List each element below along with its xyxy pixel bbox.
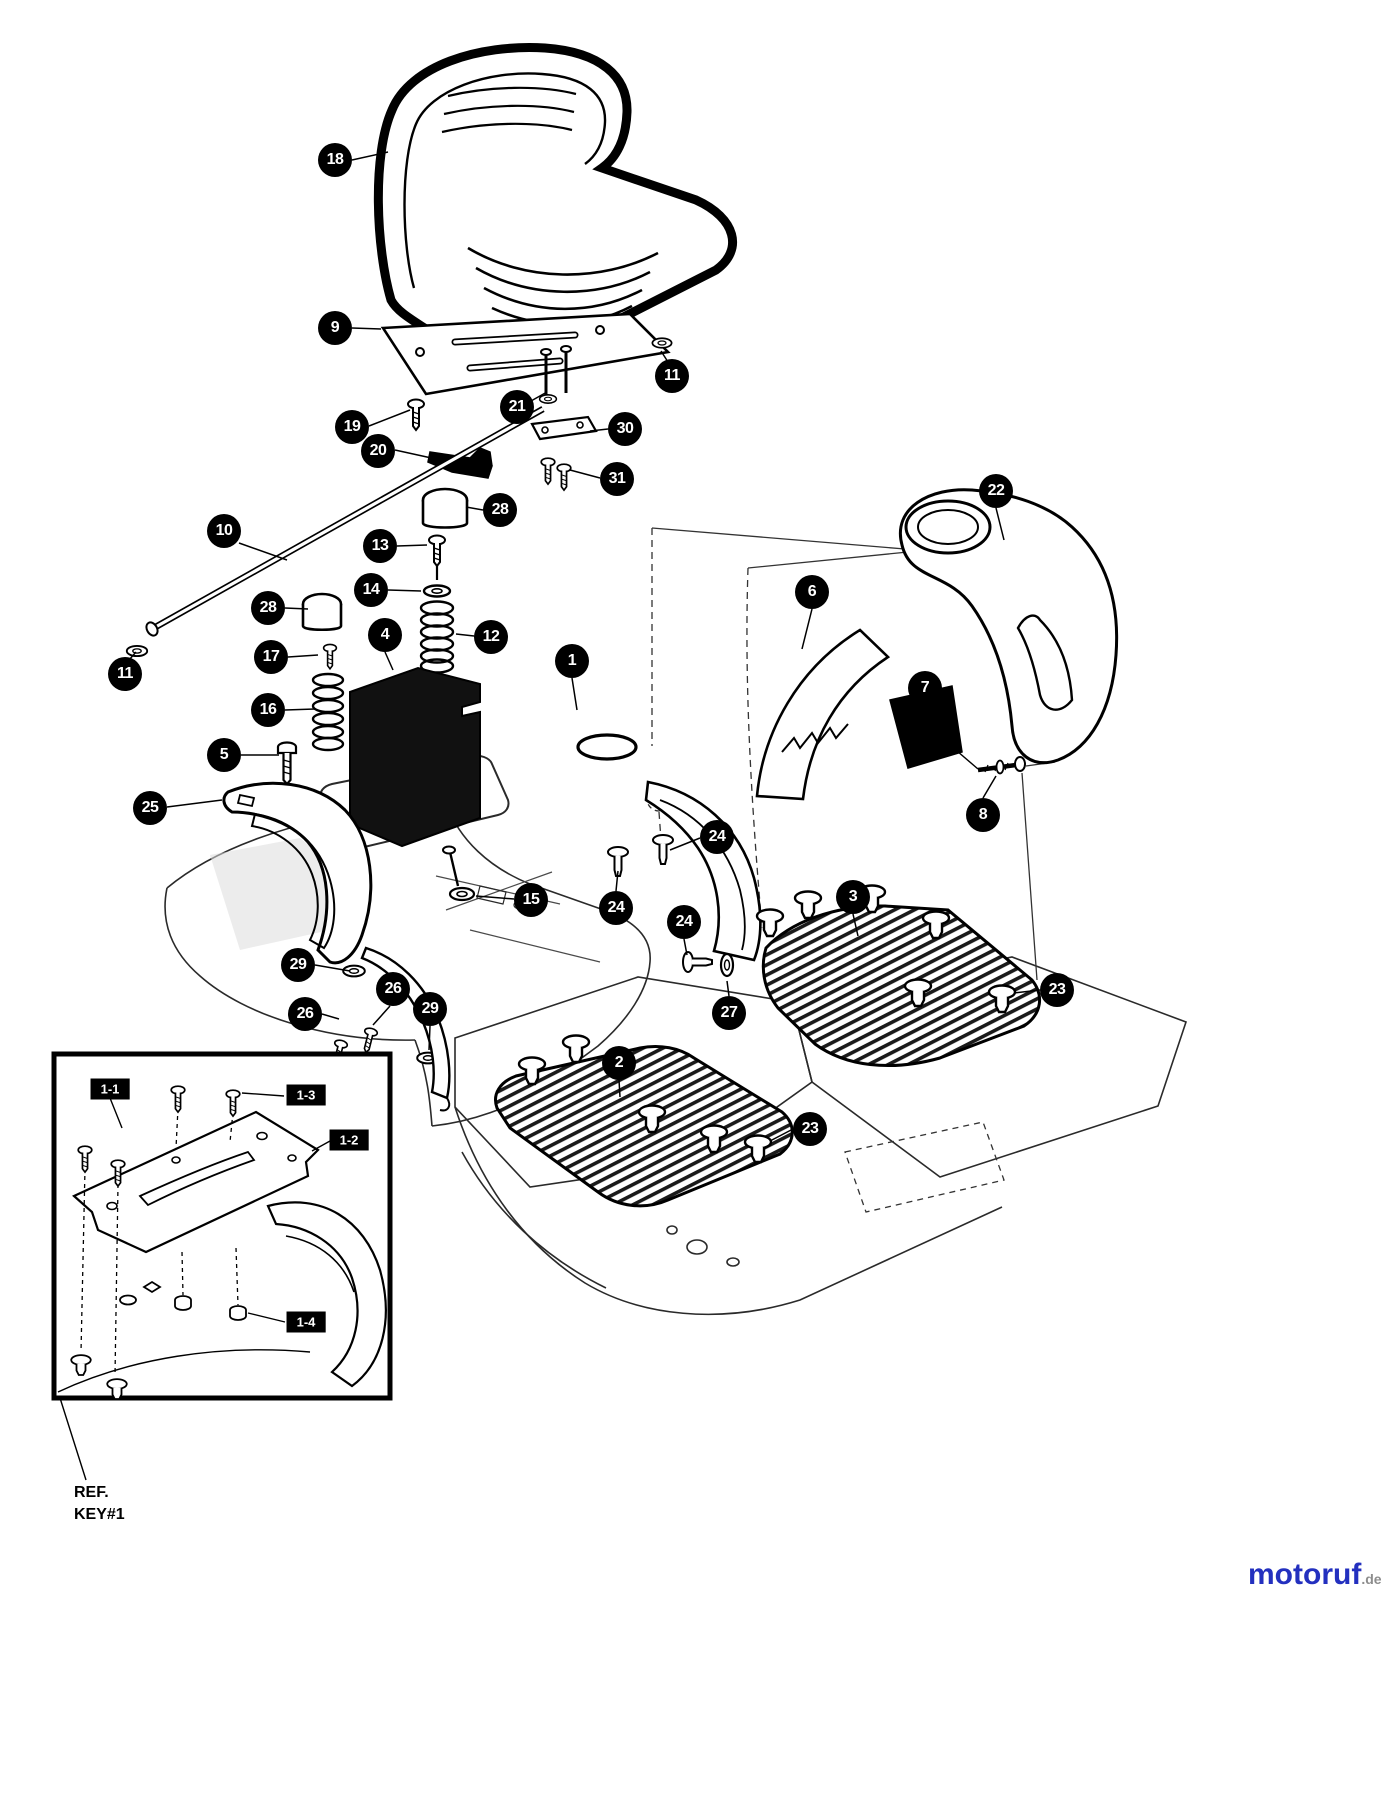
adjustment-rod: [125, 406, 545, 658]
callout-10: 10: [207, 514, 241, 548]
callout-31: 31: [600, 462, 634, 496]
callout-20: 20: [361, 434, 395, 468]
callout-13: 13: [363, 529, 397, 563]
callout-6: 6: [795, 575, 829, 609]
ref-key-note: REF. KEY#1: [74, 1482, 125, 1525]
springs-and-caps: [276, 487, 476, 902]
callout-30: 30: [608, 412, 642, 446]
right-footrest: [755, 884, 1041, 1067]
leader-lines: [128, 151, 1041, 1142]
center-footrest: [494, 1034, 794, 1208]
ref-line1: REF.: [74, 1484, 109, 1501]
watermark[interactable]: motoruf.de: [1248, 1558, 1382, 1592]
callout-24: 24: [599, 891, 633, 925]
callout-19: 19: [335, 410, 369, 444]
callout-4: 4: [368, 618, 402, 652]
seat-bracket: [380, 312, 673, 491]
right-fender: [755, 628, 891, 801]
callout-28: 28: [251, 591, 285, 625]
callout-2: 2: [602, 1046, 636, 1080]
callout-11: 11: [108, 657, 142, 691]
watermark-brand[interactable]: motoruf: [1248, 1558, 1362, 1591]
watermark-tld[interactable]: .de: [1361, 1571, 1382, 1587]
callout-25: 25: [133, 791, 167, 825]
callout-29: 29: [413, 992, 447, 1026]
callout-3: 3: [836, 880, 870, 914]
callout-14: 14: [354, 573, 388, 607]
left-fender: [222, 781, 373, 965]
callout-27: 27: [712, 996, 746, 1030]
callout-15: 15: [514, 883, 548, 917]
callout-23: 23: [1040, 973, 1074, 1007]
callout-16: 16: [251, 693, 285, 727]
inset-label-1-3: 1-3: [286, 1084, 326, 1106]
inset-detail-box: [51, 1051, 393, 1481]
callout-28: 28: [483, 493, 517, 527]
inset-label-1-2: 1-2: [329, 1129, 369, 1151]
callout-24: 24: [700, 820, 734, 854]
callout-23: 23: [793, 1112, 827, 1146]
ref-line2: KEY#1: [74, 1505, 125, 1523]
callout-29: 29: [281, 948, 315, 982]
callout-9: 9: [318, 311, 352, 345]
callout-21: 21: [500, 390, 534, 424]
callout-11: 11: [655, 359, 689, 393]
callout-8: 8: [966, 798, 1000, 832]
inset-label-1-4: 1-4: [286, 1311, 326, 1333]
callout-24: 24: [667, 905, 701, 939]
battery-box: [349, 666, 481, 848]
callout-7: 7: [908, 671, 942, 705]
callout-26: 26: [376, 972, 410, 1006]
callout-22: 22: [979, 474, 1013, 508]
push-fasteners: [328, 834, 735, 1067]
callout-26: 26: [288, 997, 322, 1031]
callout-1: 1: [555, 644, 589, 678]
callout-12: 12: [474, 620, 508, 654]
inset-label-1-1: 1-1: [90, 1078, 130, 1100]
callout-17: 17: [254, 640, 288, 674]
callout-18: 18: [318, 143, 352, 177]
callout-5: 5: [207, 738, 241, 772]
